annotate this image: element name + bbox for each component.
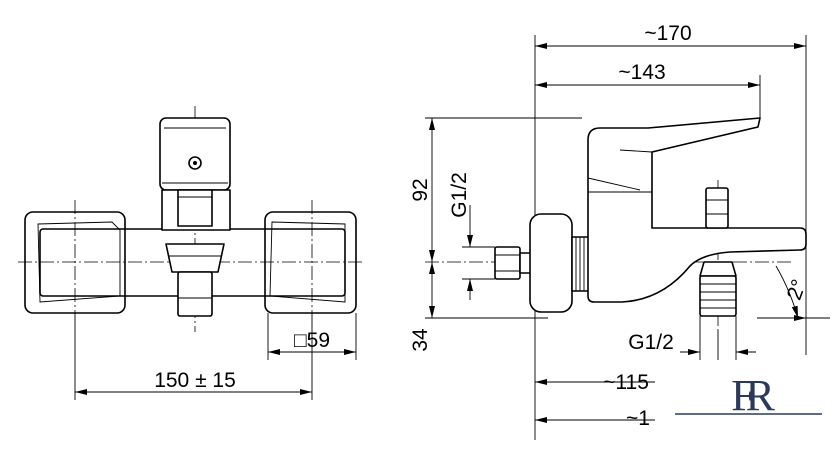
angle-arc <box>775 265 799 319</box>
width-dim-label: 150 ± 15 <box>154 369 236 392</box>
front-view: 150 ± 15 □59 <box>18 106 365 400</box>
lower-height-label: 34 <box>409 328 432 352</box>
handle-length-label: ~143 <box>618 61 665 84</box>
right-wall-plate <box>264 211 357 314</box>
outlet-spout <box>177 271 213 317</box>
inlet-thread-label: G1/2 <box>448 172 471 218</box>
inlet-nut <box>494 246 521 280</box>
outlet-collar-side <box>699 261 737 277</box>
diverter-button <box>705 187 729 229</box>
outlet-distance-label: ~115 <box>603 371 649 394</box>
square-dim-label: □59 <box>294 329 330 352</box>
handle-collar-line <box>587 177 641 191</box>
eccentric-thread <box>571 236 590 292</box>
logo-backdrop <box>655 360 840 463</box>
cartridge <box>177 189 213 227</box>
handle-head <box>159 117 231 191</box>
upper-height-label: 92 <box>409 178 432 201</box>
overall-length-label: ~170 <box>644 22 691 45</box>
outlet-thread-side <box>699 275 737 317</box>
right-wall-plate-inner <box>269 221 346 303</box>
brand-logo: FR <box>655 360 840 463</box>
mixer-body-side <box>587 117 807 303</box>
partial-dim-label: ~1 <box>626 407 650 430</box>
handle-base-line <box>619 149 653 153</box>
handle-screw-dot <box>193 161 197 165</box>
outlet-thread-label: G1/2 <box>628 331 674 354</box>
outlet-collar <box>165 243 225 273</box>
handle-screw-cap <box>188 156 202 170</box>
rosette <box>529 213 573 313</box>
